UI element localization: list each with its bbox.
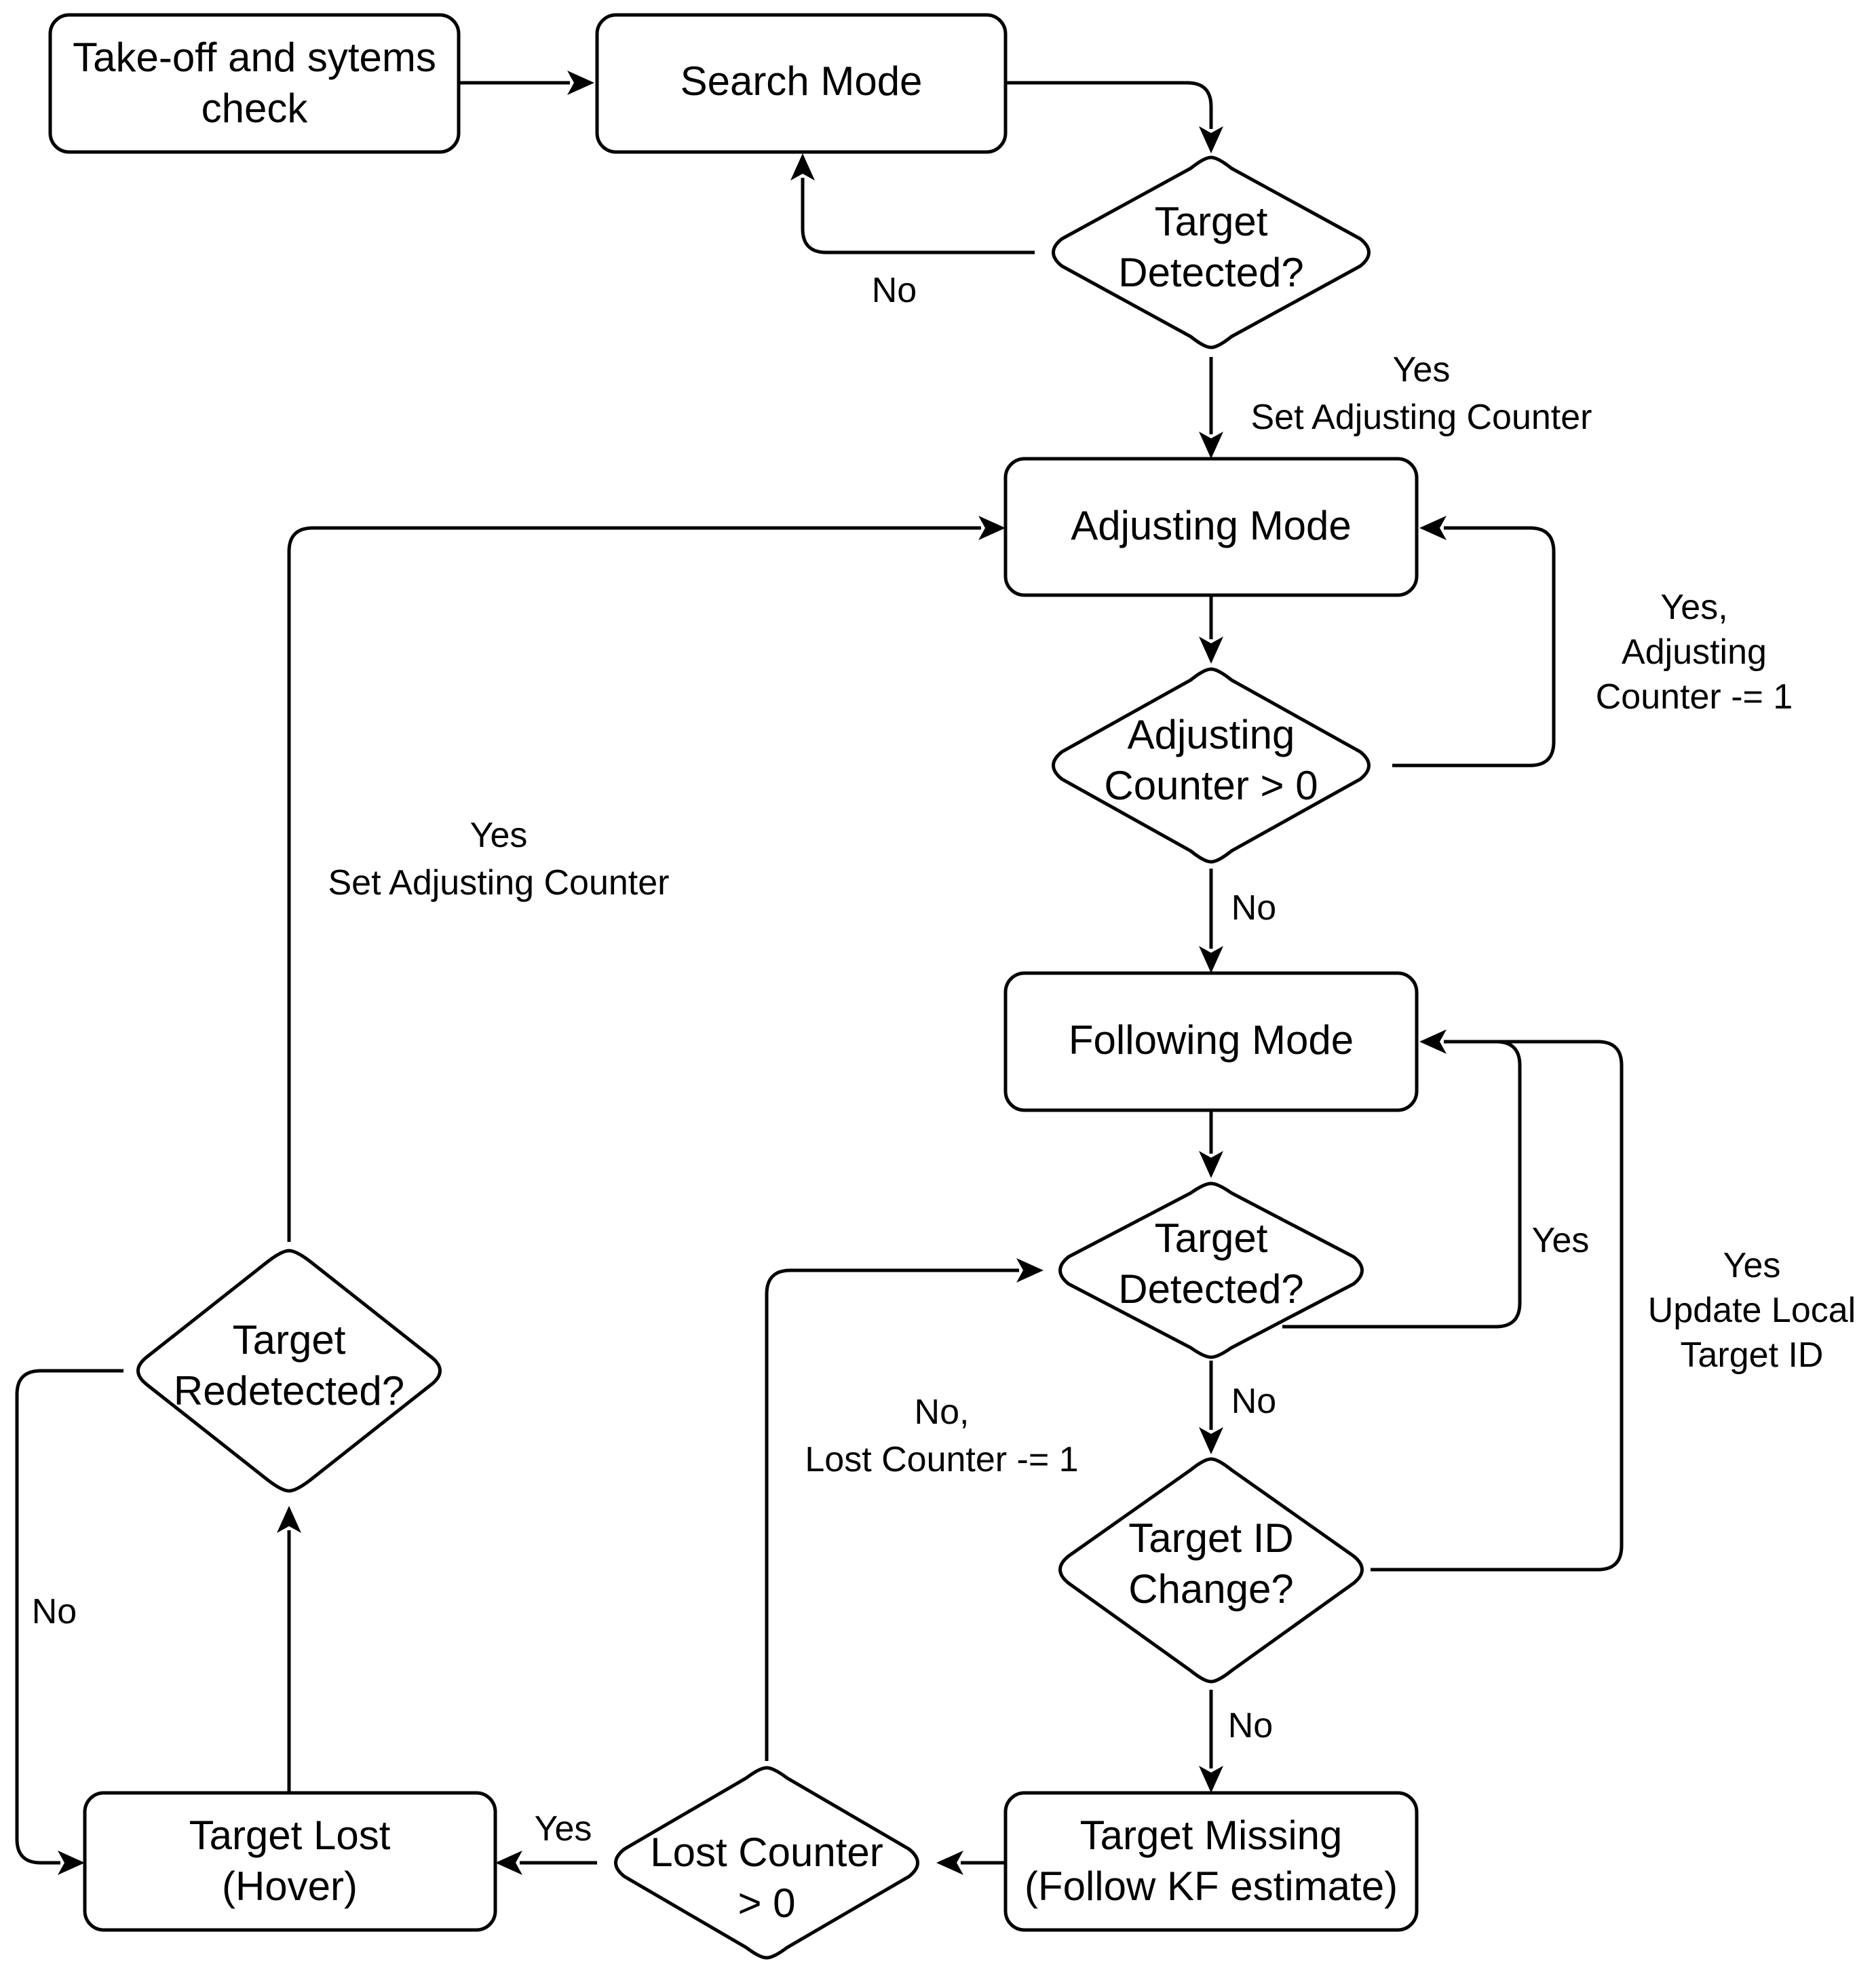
label-lostcounter-yes: Yes [535, 1809, 592, 1849]
arrowhead [1199, 637, 1223, 664]
label-adjcounter-no: No [1231, 888, 1276, 928]
node-target-id-change-line-1: Target ID [1128, 1515, 1293, 1561]
arrowhead [495, 1851, 522, 1875]
arrowhead [1199, 1151, 1223, 1178]
arrowhead [790, 153, 815, 181]
edge-redetected-yes-to-adjusting [287, 526, 981, 1242]
arrowhead [978, 516, 1006, 540]
label-idchange-yes-line-1: Yes [1723, 1246, 1781, 1285]
node-following-mode-label: Following Mode [1069, 1017, 1354, 1063]
node-lost-counter-line-2: > 0 [738, 1880, 795, 1926]
arrowhead [1199, 946, 1223, 973]
node-adjusting-counter-line-1: Adjusting [1128, 712, 1295, 757]
label-lostcounter-no-line-2: Lost Counter -= 1 [805, 1440, 1078, 1479]
node-lost-counter: Lost Counter > 0 [614, 1766, 919, 1960]
edge-lostcounter-no-to-detected2 [765, 1268, 1019, 1761]
label-redetected-yes-line-1: Yes [470, 816, 528, 855]
node-adjusting-mode: Adjusting Mode [1003, 457, 1419, 597]
edge-counter-yes-to-adjusting [1392, 526, 1556, 768]
node-target-detected-2-line-2: Detected? [1118, 1266, 1304, 1312]
label-adjcounter-yes-line-3: Counter -= 1 [1596, 677, 1793, 717]
node-target-detected-1: Target Detected? [1052, 155, 1371, 349]
node-target-id-change-line-2: Change? [1128, 1566, 1294, 1612]
arrowhead [277, 1506, 301, 1533]
node-adjusting-mode-label: Adjusting Mode [1071, 503, 1352, 548]
node-target-redetected-line-1: Target [233, 1317, 346, 1363]
node-takeoff: Take-off and sytems check [48, 13, 461, 154]
label-detected1-no: No [872, 271, 917, 310]
node-takeoff-line-2: check [202, 86, 309, 131]
label-detected1-yes-line-1: Yes [1393, 350, 1451, 390]
node-target-detected-1-line-1: Target [1155, 199, 1268, 244]
label-lostcounter-no-line-1: No, [915, 1393, 970, 1432]
arrowhead [1419, 516, 1447, 540]
arrowhead [567, 71, 594, 95]
arrowhead [1419, 1029, 1447, 1054]
node-target-lost: Target Lost (Hover) [83, 1791, 497, 1932]
arrowhead [1199, 432, 1223, 459]
node-adjusting-counter-line-2: Counter > 0 [1104, 763, 1318, 808]
node-target-redetected-line-2: Redetected? [174, 1368, 404, 1414]
node-target-lost-line-1: Target Lost [189, 1813, 391, 1858]
label-idchange-no: No [1228, 1706, 1273, 1745]
node-target-missing: Target Missing (Follow KF estimate) [1003, 1791, 1419, 1932]
node-lost-counter-line-1: Lost Counter [650, 1830, 883, 1875]
edge-labels: No Yes Set Adjusting Counter Yes, Adjust… [32, 271, 1856, 1849]
label-adjcounter-yes-line-2: Adjusting [1622, 632, 1767, 672]
arrowhead [1199, 1427, 1223, 1454]
edge-redetected-no-to-targetlost [15, 1369, 123, 1865]
node-target-missing-line-1: Target Missing [1080, 1813, 1343, 1858]
node-search-mode: Search Mode [595, 13, 1008, 154]
nodes: Take-off and sytems check Search Mode Ta… [48, 13, 1419, 1960]
label-idchange-yes-line-2: Update Local [1648, 1291, 1856, 1330]
node-target-detected-2: Target Detected? [1058, 1181, 1364, 1359]
label-detected2-no: No [1231, 1382, 1276, 1421]
label-adjcounter-yes-line-1: Yes, [1660, 588, 1727, 627]
edge-detected1-no-to-search [801, 178, 1035, 254]
arrowhead [58, 1851, 85, 1875]
node-target-detected-2-line-1: Target [1155, 1215, 1268, 1261]
label-detected1-yes-line-2: Set Adjusting Counter [1251, 398, 1592, 437]
edge-idchange-yes-to-following [1371, 1040, 1624, 1572]
node-target-id-change: Target ID Change? [1058, 1457, 1364, 1684]
label-detected2-yes: Yes [1532, 1221, 1590, 1260]
arrowhead [936, 1851, 963, 1875]
node-target-detected-1-line-2: Detected? [1118, 250, 1304, 295]
arrowhead [1199, 126, 1223, 153]
node-target-redetected: Target Redetected? [136, 1249, 442, 1493]
node-search-mode-label: Search Mode [681, 58, 923, 104]
node-adjusting-counter: Adjusting Counter > 0 [1052, 667, 1371, 864]
arrowhead [1016, 1258, 1044, 1283]
label-redetected-yes-line-2: Set Adjusting Counter [328, 863, 670, 903]
node-target-missing-line-2: (Follow KF estimate) [1025, 1863, 1398, 1909]
edges [15, 71, 1624, 1875]
label-redetected-no: No [32, 1592, 77, 1631]
edge-search-to-detected1 [1006, 81, 1213, 129]
node-following-mode: Following Mode [1003, 971, 1419, 1112]
node-takeoff-line-1: Take-off and sytems [73, 35, 436, 80]
node-target-lost-line-2: (Hover) [222, 1863, 358, 1909]
label-idchange-yes-line-3: Target ID [1681, 1336, 1824, 1375]
arrowhead [1199, 1766, 1223, 1793]
